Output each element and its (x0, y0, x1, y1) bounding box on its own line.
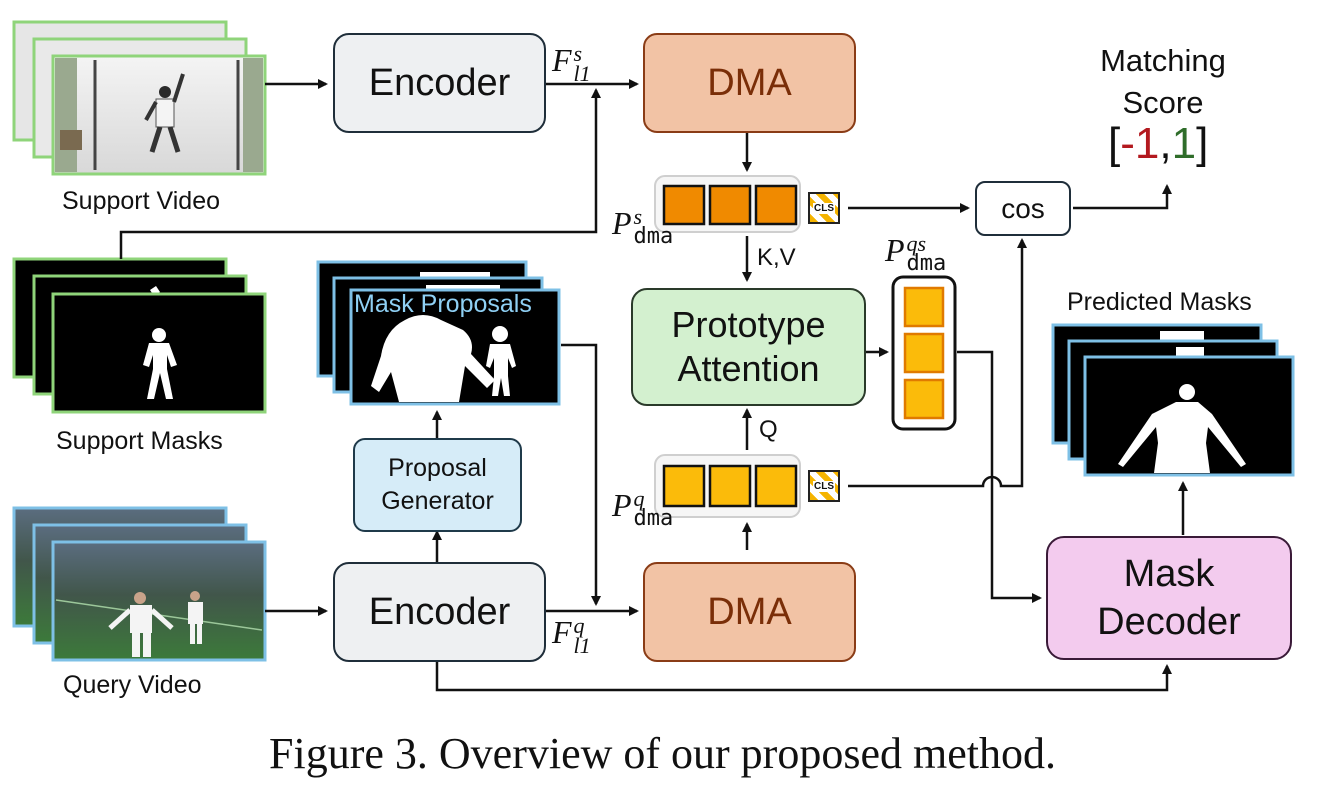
mask-proposals-label: Mask Proposals (354, 290, 532, 318)
mask-proposals-stack (316, 260, 561, 406)
player-figure (144, 73, 185, 153)
matching-score-range: [-1,1] (1108, 119, 1208, 169)
f-query-base: F (552, 614, 572, 650)
score-close-bracket: ] (1196, 119, 1209, 168)
dma-support: DMA (643, 33, 856, 133)
predicted-mask-silhouette (1118, 384, 1246, 473)
encoder-support: Encoder (333, 33, 546, 133)
support-mask-silhouette (143, 328, 177, 399)
dma-query-label: DMA (707, 590, 792, 633)
p-query-sub: dma (633, 505, 674, 531)
prototype-attention: Prototype Attention (631, 288, 866, 406)
query-video-stack (12, 506, 267, 662)
support-masks-label: Support Masks (56, 427, 223, 455)
support-prototype-tokens (654, 175, 801, 233)
connections (119, 79, 1188, 692)
p-support-base: P (612, 205, 632, 241)
mask-decoder-line2: Decoder (1097, 601, 1241, 643)
prototype-attention-line1: Prototype (671, 304, 826, 345)
p-query-sup: q (633, 485, 645, 511)
cosine-similarity: cos (975, 181, 1071, 236)
support-cls-label: CLS (813, 202, 835, 214)
encoder-query: Encoder (333, 562, 546, 662)
dma-support-label: DMA (707, 61, 792, 104)
score-open-bracket: [ (1108, 119, 1121, 168)
query-cls-token: CLS (808, 470, 840, 502)
f-query-sup: q (573, 612, 585, 638)
f-support-base: F (552, 42, 572, 78)
matching-score-line2: Score (1122, 85, 1204, 120)
mask-decoder: Mask Decoder (1046, 536, 1292, 660)
mask-decoder-line1: Mask (1123, 553, 1215, 595)
query-prototype-tokens (654, 454, 801, 518)
f-support-sup: s (573, 40, 583, 66)
p-qs-sup: qs (906, 230, 927, 256)
score-low: -1 (1120, 119, 1160, 168)
p-support-sub: dma (633, 223, 674, 249)
score-separator: , (1159, 119, 1172, 168)
p-query-base: P (612, 487, 632, 523)
q-label: Q (759, 416, 778, 443)
matching-score-line1: Matching (1100, 43, 1226, 78)
predicted-masks-label: Predicted Masks (1067, 288, 1252, 316)
query-video-frame (51, 540, 267, 662)
predicted-masks-stack (1051, 323, 1295, 477)
query-cls-label: CLS (813, 480, 835, 492)
mask-proposal-silhouettes (371, 315, 516, 402)
qs-prototype-tokens (891, 275, 957, 431)
matching-score-title: Matching Score (1090, 40, 1236, 124)
dma-query: DMA (643, 562, 856, 662)
support-video-label: Support Video (62, 187, 220, 215)
f-query-sub: l1 (573, 632, 591, 658)
encoder-query-label: Encoder (368, 590, 511, 633)
support-masks-stack (12, 257, 267, 414)
proposal-generator-line1: Proposal (388, 454, 487, 482)
p-qs-sub: dma (906, 250, 947, 276)
proposal-generator-line2: Generator (381, 487, 494, 515)
prototype-attention-line2: Attention (677, 348, 820, 389)
query-player (108, 591, 203, 657)
score-high: 1 (1171, 119, 1197, 168)
figure-caption: Figure 3. Overview of our proposed metho… (269, 729, 1056, 778)
p-support-sup: s (633, 203, 643, 229)
kv-label: K,V (757, 244, 796, 271)
cos-label: cos (1001, 192, 1045, 224)
f-support-sub: l1 (573, 60, 591, 86)
support-cls-token: CLS (808, 192, 840, 224)
encoder-support-label: Encoder (368, 61, 511, 104)
support-video-stack (12, 20, 267, 176)
query-video-label: Query Video (63, 671, 202, 699)
p-qs-base: P (885, 232, 905, 268)
proposal-generator: Proposal Generator (353, 438, 522, 532)
